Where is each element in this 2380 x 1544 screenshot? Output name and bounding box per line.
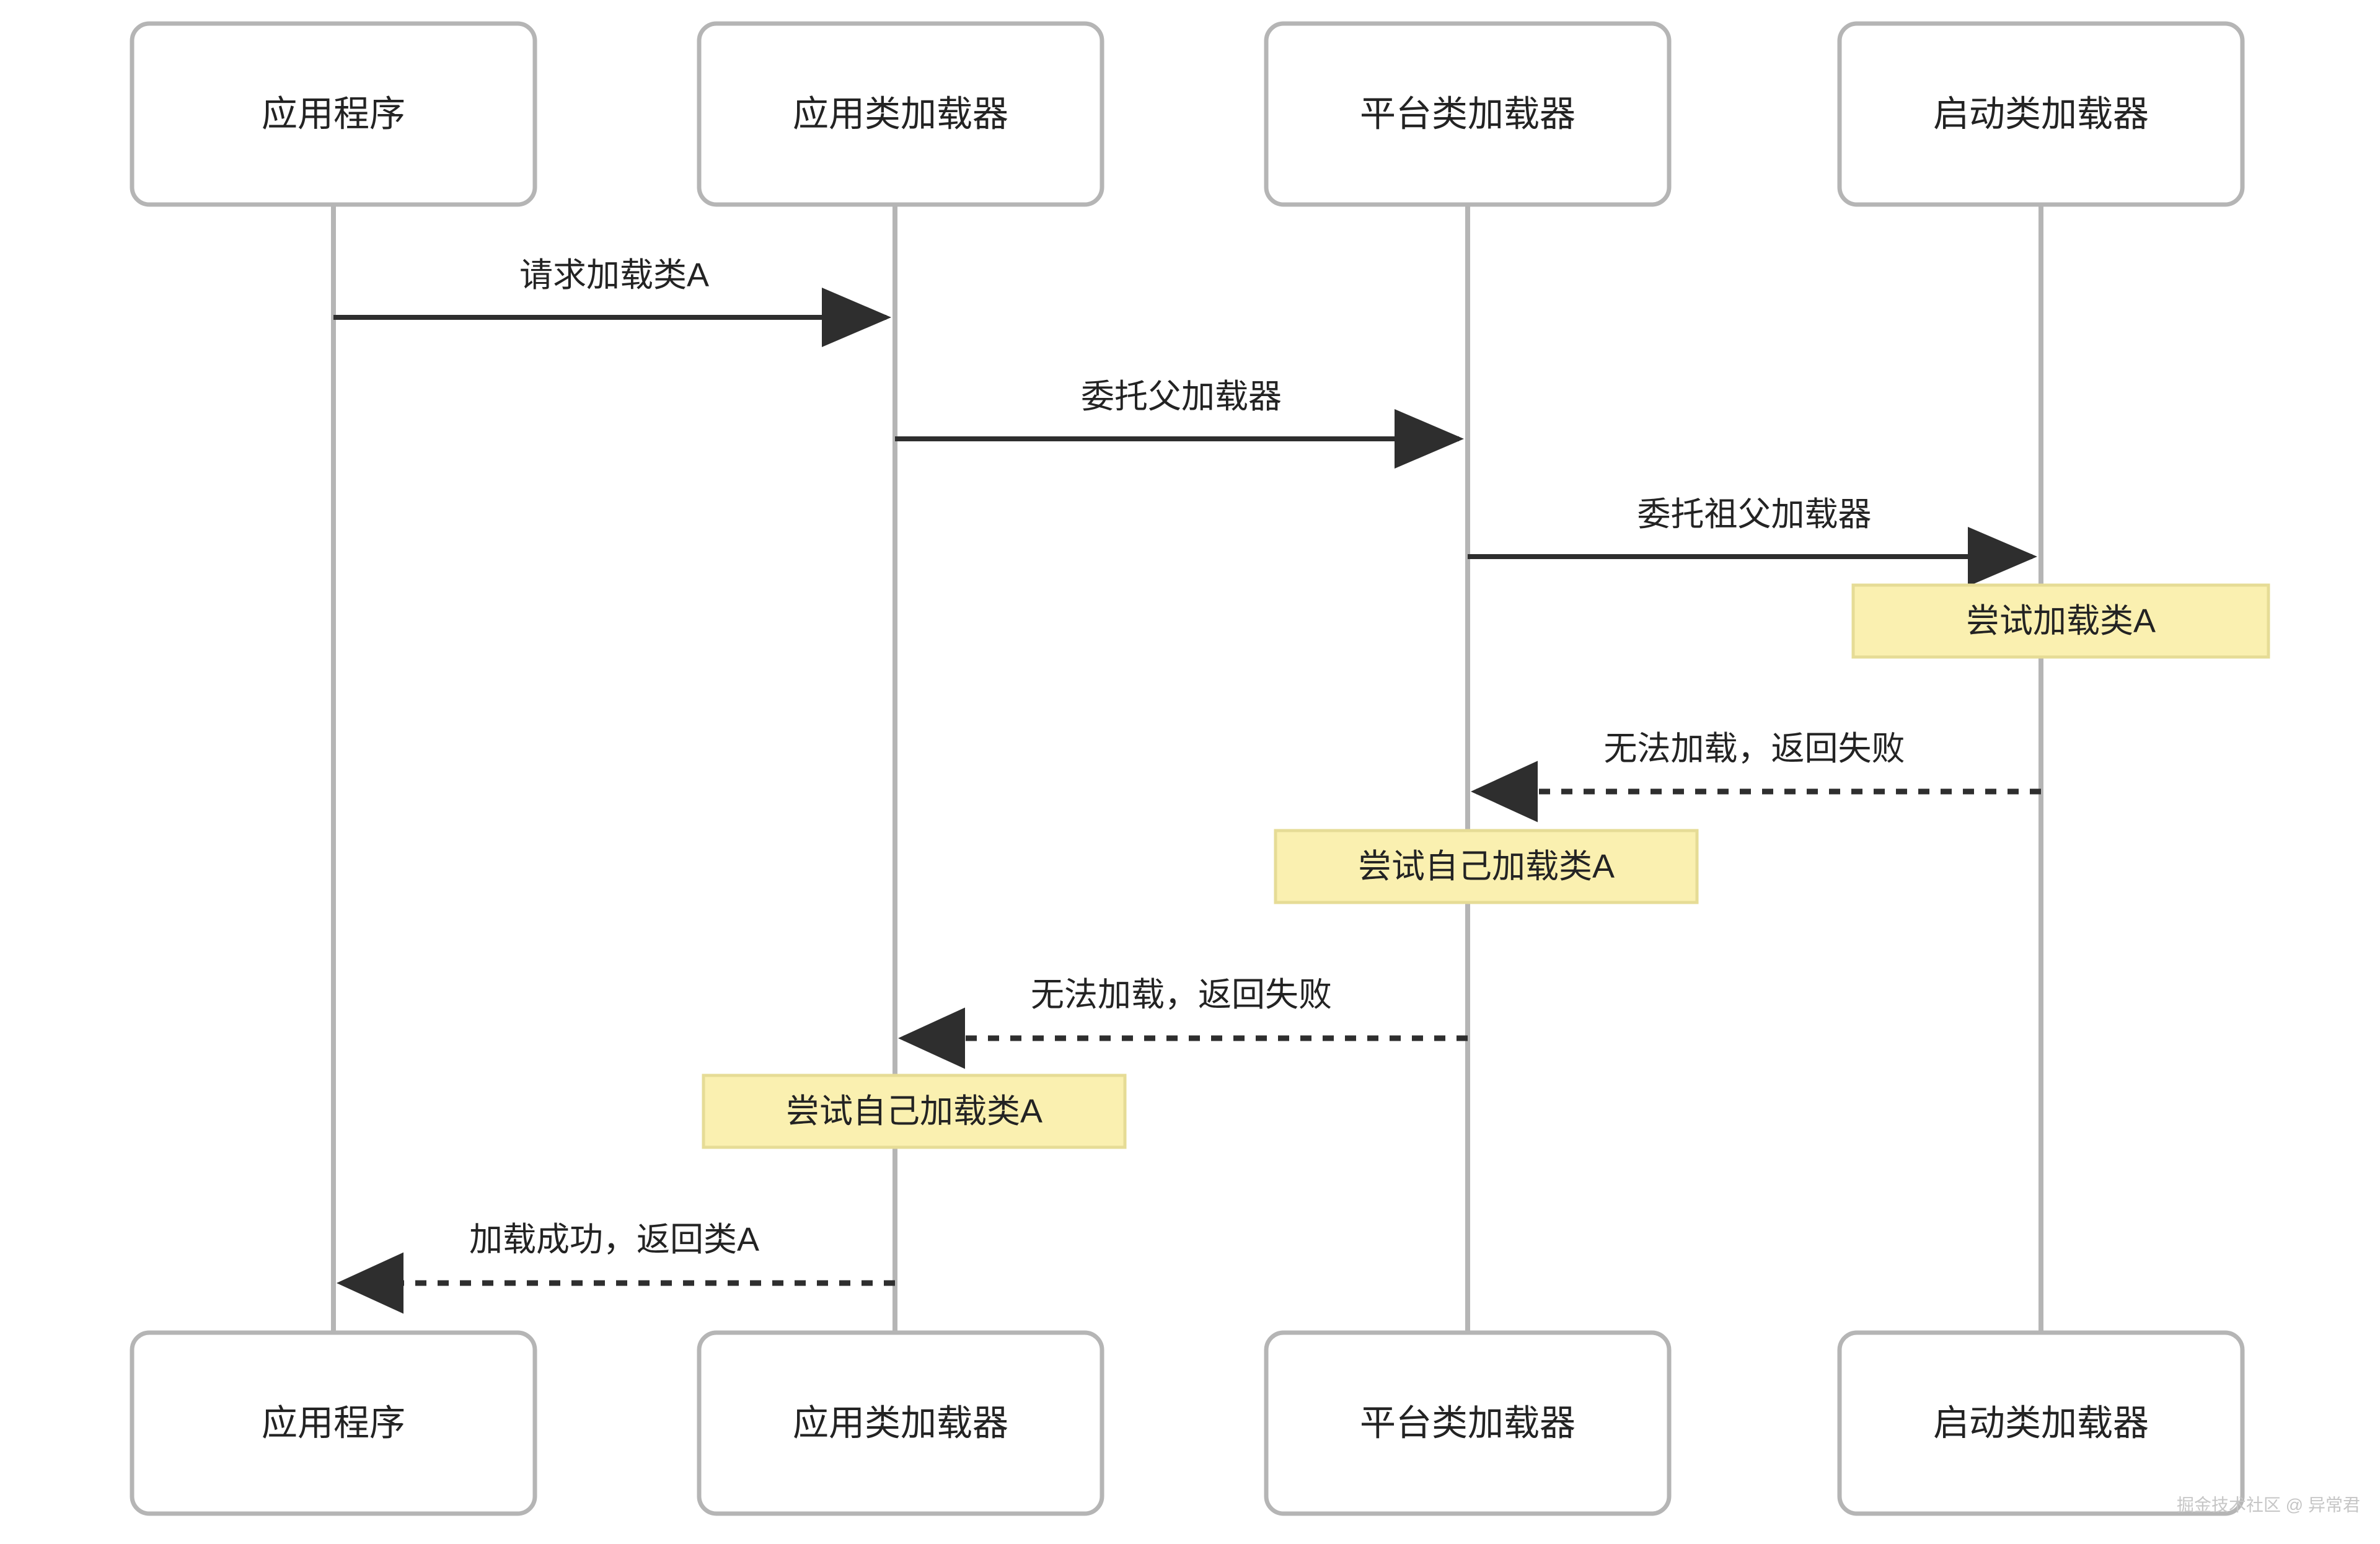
message-m6[interactable]: 加载成功，返回类A	[337, 1221, 895, 1314]
header-actor-rect-app_loader	[697, 21, 1104, 207]
header-actor-platform_loader[interactable]: 平台类加载器	[1264, 21, 1672, 207]
message-m2[interactable]: 委托父加载器	[895, 378, 1464, 469]
header-actor-boxes: 应用程序 应用类加载器 平台类加载器 启动类加载器	[130, 21, 2245, 207]
message-label-m4: 无法加载，返回失败	[1604, 730, 1905, 767]
message-m4[interactable]: 无法加载，返回失败	[1471, 730, 2041, 823]
header-actor-bootstrap_loader[interactable]: 启动类加载器	[1837, 21, 2245, 207]
messages-group: 请求加载类A委托父加载器委托祖父加载器无法加载，返回失败无法加载，返回失败加载成…	[333, 257, 2041, 1314]
footer-actor-rect-app	[130, 1330, 537, 1516]
note-label-n2: 尝试自己加载类A	[1358, 848, 1615, 885]
header-actor-label-app: 应用程序	[262, 94, 405, 135]
footer-actor-rect-platform_loader	[1264, 1330, 1672, 1516]
message-label-m6: 加载成功，返回类A	[469, 1221, 759, 1258]
note-n1[interactable]: 尝试加载类A	[1851, 583, 2270, 659]
header-actor-label-app_loader: 应用类加载器	[793, 94, 1008, 135]
message-label-m5: 无法加载，返回失败	[1031, 976, 1332, 1013]
note-n3[interactable]: 尝试自己加载类A	[702, 1074, 1127, 1149]
header-actor-rect-app	[130, 21, 537, 207]
note-rect-n3	[702, 1074, 1127, 1149]
watermark-text: 掘金技术社区 @ 异常君	[2177, 1496, 2360, 1515]
footer-actor-label-app_loader: 应用类加载器	[793, 1403, 1008, 1444]
lifelines-group	[331, 205, 2043, 1333]
footer-actor-app_loader[interactable]: 应用类加载器	[697, 1330, 1104, 1516]
header-actor-label-platform_loader: 平台类加载器	[1360, 94, 1576, 135]
note-rect-n2	[1274, 829, 1699, 904]
header-actor-rect-platform_loader	[1264, 21, 1672, 207]
message-m1[interactable]: 请求加载类A	[333, 257, 891, 347]
note-label-n3: 尝试自己加载类A	[786, 1093, 1042, 1130]
message-m5[interactable]: 无法加载，返回失败	[898, 976, 1468, 1069]
footer-actor-label-app: 应用程序	[262, 1403, 405, 1444]
note-n2[interactable]: 尝试自己加载类A	[1274, 829, 1699, 904]
message-label-m3: 委托祖父加载器	[1637, 496, 1872, 533]
watermark: 掘金技术社区 @ 异常君	[2177, 1496, 2360, 1515]
header-actor-label-bootstrap_loader: 启动类加载器	[1933, 94, 2149, 135]
footer-actor-platform_loader[interactable]: 平台类加载器	[1264, 1330, 1672, 1516]
message-m3[interactable]: 委托祖父加载器	[1468, 496, 2037, 586]
note-label-n1: 尝试加载类A	[1966, 602, 2156, 640]
footer-actor-label-platform_loader: 平台类加载器	[1360, 1403, 1576, 1444]
note-rect-n1	[1851, 583, 2270, 659]
footer-actor-app[interactable]: 应用程序	[130, 1330, 537, 1516]
header-actor-rect-bootstrap_loader	[1837, 21, 2245, 207]
notes-group: 尝试加载类A 尝试自己加载类A 尝试自己加载类A	[702, 583, 2270, 1149]
footer-actor-boxes: 应用程序 应用类加载器 平台类加载器 启动类加载器	[130, 1330, 2245, 1516]
message-label-m1: 请求加载类A	[519, 257, 709, 294]
header-actor-app[interactable]: 应用程序	[130, 21, 537, 207]
footer-actor-rect-bootstrap_loader	[1837, 1330, 2245, 1516]
footer-actor-rect-app_loader	[697, 1330, 1104, 1516]
footer-actor-label-bootstrap_loader: 启动类加载器	[1933, 1403, 2149, 1444]
message-label-m2: 委托父加载器	[1081, 378, 1282, 415]
header-actor-app_loader[interactable]: 应用类加载器	[697, 21, 1104, 207]
footer-actor-bootstrap_loader[interactable]: 启动类加载器	[1837, 1330, 2245, 1516]
